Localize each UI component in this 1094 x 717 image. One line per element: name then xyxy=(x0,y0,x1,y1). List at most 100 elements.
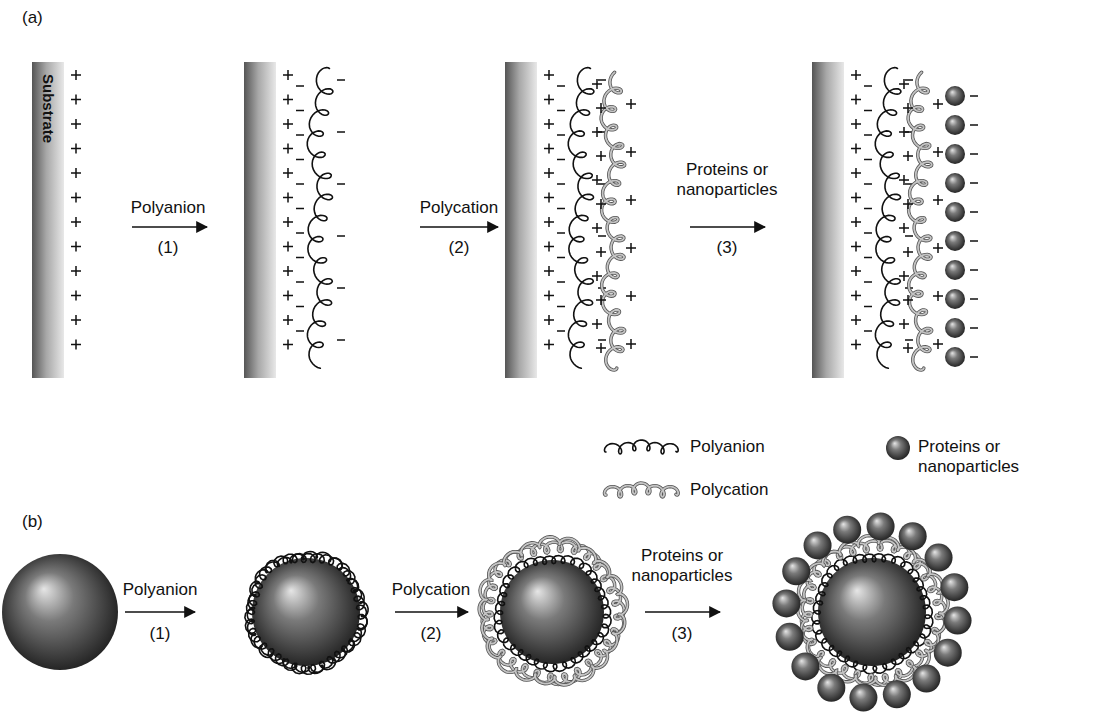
positive-charge xyxy=(626,147,636,157)
negative-charge xyxy=(337,287,345,289)
negative-charge xyxy=(296,110,304,112)
positive-charge xyxy=(592,79,602,89)
negative-charge xyxy=(970,269,978,271)
positive-charge xyxy=(851,291,861,301)
step-arrow xyxy=(690,226,765,228)
positive-charge xyxy=(903,199,913,209)
positive-charge xyxy=(71,217,81,227)
negative-charge xyxy=(864,232,872,234)
positive-charge xyxy=(71,193,81,203)
step-arrow xyxy=(132,226,207,228)
positive-charge xyxy=(933,243,943,253)
positive-charge xyxy=(544,119,554,129)
negative-charge xyxy=(296,281,304,283)
positive-charge xyxy=(592,223,602,233)
positive-charge xyxy=(851,315,861,325)
positive-charge xyxy=(283,340,293,350)
negative-charge xyxy=(557,85,565,87)
protein-nanoparticle xyxy=(772,589,800,617)
positive-charge xyxy=(899,319,909,329)
negative-charge xyxy=(557,208,565,210)
protein-nanoparticle xyxy=(912,665,940,693)
positive-charge xyxy=(544,168,554,178)
protein-nanoparticle xyxy=(925,544,953,572)
positive-charge xyxy=(283,291,293,301)
step-number: (1) xyxy=(150,624,171,644)
protein-nanoparticle xyxy=(945,231,965,251)
step-number: (3) xyxy=(717,238,738,258)
positive-charge xyxy=(71,242,81,252)
positive-charge xyxy=(626,243,636,253)
negative-charge xyxy=(337,183,345,185)
positive-charge xyxy=(283,144,293,154)
protein-nanoparticle xyxy=(945,289,965,309)
polyanion-chain xyxy=(494,556,611,672)
positive-charge xyxy=(544,193,554,203)
negative-charge xyxy=(296,330,304,332)
polycation-chain xyxy=(605,483,679,497)
step-number: (2) xyxy=(449,238,470,258)
positive-charge xyxy=(592,319,602,329)
positive-charge xyxy=(71,315,81,325)
polyanion-chain xyxy=(812,554,933,674)
positive-charge xyxy=(851,242,861,252)
protein-nanoparticle xyxy=(849,684,877,712)
positive-charge xyxy=(851,119,861,129)
positive-charge xyxy=(626,291,636,301)
step-arrow xyxy=(645,611,720,613)
negative-charge xyxy=(864,183,872,185)
negative-charge xyxy=(598,79,606,81)
protein-nanoparticle xyxy=(899,522,927,550)
positive-charge xyxy=(933,339,943,349)
negative-charge xyxy=(970,153,978,155)
negative-charge xyxy=(337,79,345,81)
positive-charge xyxy=(626,99,636,109)
protein-nanoparticle xyxy=(945,260,965,280)
positive-charge xyxy=(903,151,913,161)
positive-charge xyxy=(626,195,636,205)
negative-charge xyxy=(864,281,872,283)
negative-charge xyxy=(296,208,304,210)
positive-charge xyxy=(544,144,554,154)
polycation-chain xyxy=(908,72,932,370)
negative-charge xyxy=(296,85,304,87)
negative-charge xyxy=(970,240,978,242)
protein-nanoparticle xyxy=(945,347,965,367)
negative-charge xyxy=(296,134,304,136)
positive-charge xyxy=(903,247,913,257)
protein-nanoparticle xyxy=(883,680,911,708)
positive-charge xyxy=(592,175,602,185)
legend-text: Polyanion xyxy=(690,437,765,457)
step-number: (a) xyxy=(22,8,43,28)
positive-charge xyxy=(903,295,913,305)
protein-nanoparticle xyxy=(833,516,861,544)
negative-charge xyxy=(557,257,565,259)
positive-charge xyxy=(544,242,554,252)
polyanion-chain xyxy=(247,552,368,674)
negative-charge xyxy=(337,235,345,237)
positive-charge xyxy=(71,168,81,178)
positive-charge xyxy=(71,95,81,105)
step-arrow xyxy=(125,611,195,613)
negative-charge xyxy=(296,183,304,185)
positive-charge xyxy=(71,70,81,80)
positive-charge xyxy=(851,95,861,105)
protein-nanoparticle xyxy=(945,115,965,135)
polyanion-chain xyxy=(605,440,679,454)
legend-text: Proteins or nanoparticles xyxy=(918,437,1068,477)
positive-charge xyxy=(544,340,554,350)
positive-charge xyxy=(283,242,293,252)
negative-charge xyxy=(905,235,913,237)
negative-charge xyxy=(557,183,565,185)
step-number: (1) xyxy=(158,238,179,258)
negative-charge xyxy=(864,330,872,332)
protein-nanoparticle xyxy=(804,531,832,559)
substrate-label: Substrate xyxy=(40,74,57,143)
negative-charge xyxy=(557,330,565,332)
negative-charge xyxy=(864,159,872,161)
positive-charge xyxy=(283,266,293,276)
negative-charge xyxy=(864,257,872,259)
positive-charge xyxy=(626,339,636,349)
polycation-chain xyxy=(605,483,679,497)
